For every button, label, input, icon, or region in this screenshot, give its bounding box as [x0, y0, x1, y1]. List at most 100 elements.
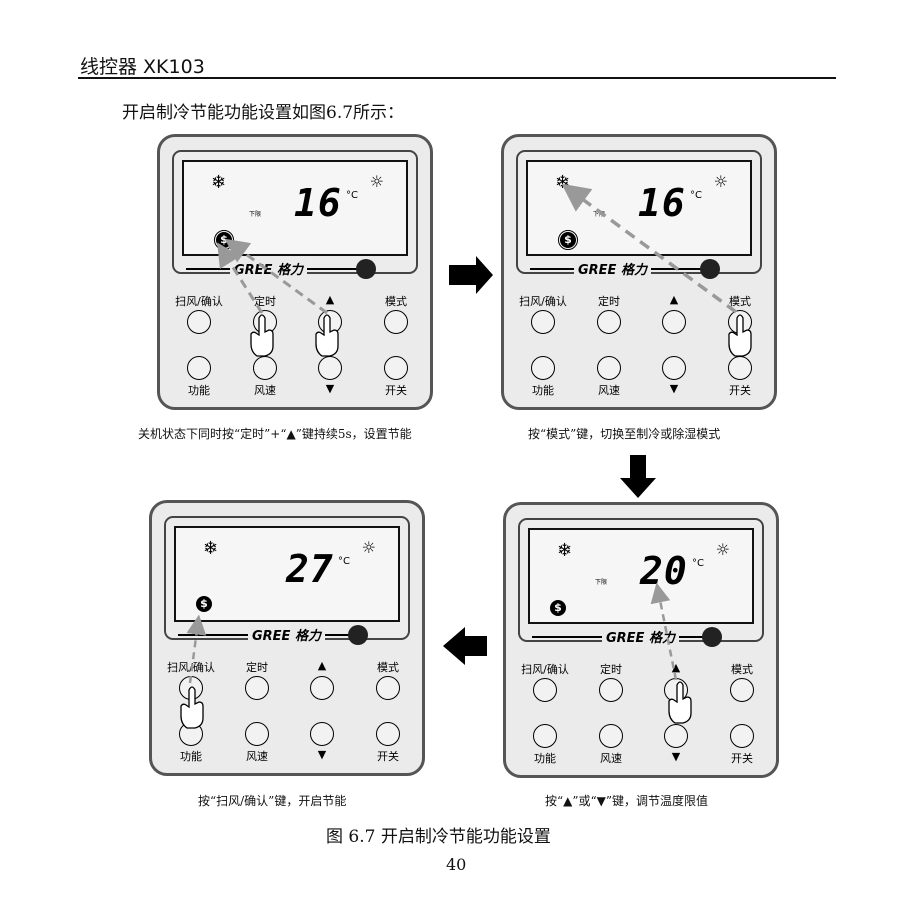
swing-confirm-button[interactable]: [531, 310, 555, 334]
temperature-unit: °C: [346, 190, 358, 201]
snowflake-icon: ❄: [557, 540, 573, 561]
header-rule: [78, 77, 836, 79]
function-button[interactable]: [187, 356, 211, 380]
dashed-arrow: [224, 238, 328, 315]
mode-label: 模式: [731, 663, 753, 676]
snowflake-icon: ❄: [211, 172, 227, 193]
controller-panel-1: ❄ ☼ 下限 16 °C $ GREE 格力 扫风/确认 定时 ▲ 模式 功能 …: [157, 134, 433, 410]
dashed-arrow: [217, 242, 264, 314]
sensor-knob: [702, 627, 722, 647]
down-label: ▼: [669, 382, 679, 395]
sun-icon: ☼: [369, 172, 384, 191]
hand-pointer-icon: [250, 314, 274, 357]
function-label: 功能: [534, 752, 556, 765]
swing-label: 扫风/确认: [175, 295, 223, 308]
temperature-value: 27: [286, 547, 334, 591]
dashed-arrow: [650, 582, 678, 681]
flow-arrow-left: [443, 627, 487, 665]
power-button[interactable]: [376, 722, 400, 746]
hand-pointer-icon: [315, 314, 339, 357]
power-button[interactable]: [384, 356, 408, 380]
mode-label: 模式: [729, 295, 751, 308]
sun-icon: ☼: [715, 540, 730, 559]
dashed-arrow: [186, 614, 207, 684]
timer-label: 定时: [598, 295, 620, 308]
screen-frame: ❄ ☼ 下限 16 °C $: [172, 150, 418, 274]
temperature-unit: °C: [690, 190, 702, 201]
up-label: ▲: [325, 293, 335, 306]
timer-button[interactable]: [599, 678, 623, 702]
timer-button[interactable]: [245, 676, 269, 700]
eco-icon: $: [558, 230, 578, 250]
flow-arrow-down: [620, 455, 656, 498]
swing-confirm-button[interactable]: [533, 678, 557, 702]
mode-label: 模式: [385, 295, 407, 308]
up-label: ▲: [669, 293, 679, 306]
eco-icon: $: [550, 600, 566, 616]
hand-pointer-icon: [180, 686, 204, 729]
timer-label: 定时: [246, 661, 268, 674]
down-label: ▼: [317, 748, 327, 761]
function-button[interactable]: [533, 724, 557, 748]
hand-pointer-icon: [668, 681, 692, 724]
lcd-display: ❄ ☼ 下限 16 °C $: [182, 160, 408, 256]
function-button[interactable]: [531, 356, 555, 380]
brand-band: GREE 格力: [520, 259, 760, 279]
figure-caption: 图 6.7 开启制冷节能功能设置: [326, 827, 551, 847]
up-button[interactable]: [310, 676, 334, 700]
fan-label: 风速: [598, 384, 620, 397]
fan-speed-button[interactable]: [597, 356, 621, 380]
controller-panel-2: ❄ ☼ 下限 16 °C $ GREE 格力 扫风/确认 定时 ▲ 模式 功能 …: [501, 134, 777, 410]
down-label: ▼: [325, 382, 335, 395]
down-button[interactable]: [664, 724, 688, 748]
fan-speed-button[interactable]: [245, 722, 269, 746]
timer-label: 定时: [600, 663, 622, 676]
temperature-readout: 16 °C: [638, 181, 702, 225]
controller-panel-3: ❄ ☼ 27 °C $ GREE 格力 扫风/确认 定时 ▲ 模式 功能 风速 …: [149, 500, 425, 776]
controller-panel-4: ❄ ☼ 下限 20 °C $ GREE 格力 扫风/确认 定时 ▲ 模式 功能 …: [503, 502, 779, 778]
header-title: 线控器 XK103: [80, 56, 205, 78]
mode-button[interactable]: [384, 310, 408, 334]
timer-label: 定时: [254, 295, 276, 308]
brand-band: GREE 格力: [168, 625, 408, 645]
screen-frame: ❄ ☼ 下限 16 °C $: [516, 150, 762, 274]
sensor-knob: [356, 259, 376, 279]
temperature-readout: 16 °C: [294, 181, 358, 225]
lcd-display: ❄ ☼ 27 °C $: [174, 526, 400, 622]
mode-button[interactable]: [376, 676, 400, 700]
sun-icon: ☼: [361, 538, 376, 557]
eco-icon: $: [196, 596, 212, 612]
brand-band: GREE 格力: [176, 259, 416, 279]
timer-button[interactable]: [597, 310, 621, 334]
dashed-arrow: [561, 183, 738, 314]
down-button[interactable]: [310, 722, 334, 746]
power-label: 开关: [385, 384, 407, 397]
swing-label: 扫风/确认: [519, 295, 567, 308]
fan-label: 风速: [254, 384, 276, 397]
up-button[interactable]: [662, 310, 686, 334]
function-label: 功能: [188, 384, 210, 397]
swing-confirm-button[interactable]: [187, 310, 211, 334]
intro-text: 开启制冷节能功能设置如图6.7所示：: [122, 103, 405, 123]
down-button[interactable]: [662, 356, 686, 380]
caption-panel-2: 按“模式”键，切换至制冷或除湿模式: [528, 427, 721, 441]
sun-icon: ☼: [713, 172, 728, 191]
up-label: ▲: [317, 659, 327, 672]
function-label: 功能: [180, 750, 202, 763]
swing-label: 扫风/确认: [521, 663, 569, 676]
temperature-value: 16: [294, 181, 342, 225]
sensor-knob: [348, 625, 368, 645]
lower-limit-label: 下限: [593, 211, 606, 218]
temperature-unit: °C: [692, 558, 704, 569]
mode-button[interactable]: [730, 678, 754, 702]
temperature-value: 16: [638, 181, 686, 225]
power-label: 开关: [729, 384, 751, 397]
caption-panel-1: 关机状态下同时按“定时”+“▲”键持续5s，设置节能: [138, 427, 412, 441]
brand-logo: GREE 格力: [230, 259, 307, 278]
sensor-knob: [700, 259, 720, 279]
fan-speed-button[interactable]: [599, 724, 623, 748]
power-button[interactable]: [730, 724, 754, 748]
screen-frame: ❄ ☼ 下限 20 °C $: [518, 518, 764, 642]
page-number: 40: [446, 855, 467, 874]
